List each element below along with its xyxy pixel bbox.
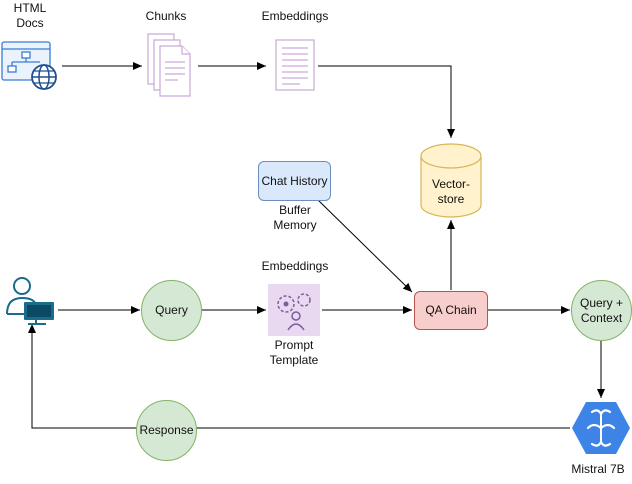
edge-chathistory-to-qachain bbox=[317, 199, 413, 293]
response-text: Response bbox=[139, 423, 194, 437]
buffer-memory-label: Buffer Memory bbox=[273, 203, 317, 232]
vector-store-node: Vector- store bbox=[421, 172, 481, 212]
chat-history-text: Chat History bbox=[261, 173, 328, 188]
chat-history-node: Chat History bbox=[258, 161, 331, 201]
vector-store-cylinder bbox=[420, 143, 482, 218]
edges bbox=[28, 62, 605, 429]
embeddings-icon bbox=[275, 39, 315, 91]
prompt-template-icon bbox=[268, 284, 320, 336]
edge-embeddings-to-vectorstore bbox=[318, 65, 455, 138]
edge-mistral-to-user bbox=[28, 324, 570, 429]
qa-chain-node: QA Chain bbox=[414, 291, 488, 330]
prompt-template-label: Prompt Template bbox=[269, 338, 319, 367]
mistral-brain-icon bbox=[572, 402, 630, 454]
chunks-icon bbox=[147, 33, 191, 97]
vector-store-text: Vector- store bbox=[431, 177, 470, 206]
html-docs-icon bbox=[1, 41, 57, 90]
query-text: Query bbox=[155, 303, 188, 317]
embeddings-top-label: Embeddings bbox=[261, 9, 329, 23]
qa-chain-text: QA Chain bbox=[425, 303, 477, 317]
query-node: Query bbox=[141, 280, 202, 341]
html-docs-label: HTML Docs bbox=[13, 1, 47, 30]
user-icon bbox=[6, 277, 54, 325]
query-context-node: Query + Context bbox=[571, 280, 632, 341]
query-context-text: Query + Context bbox=[579, 295, 624, 325]
embeddings-mid-label: Embeddings bbox=[261, 259, 329, 273]
mistral-label: Mistral 7B bbox=[571, 462, 625, 476]
chunks-label: Chunks bbox=[145, 9, 187, 23]
response-node: Response bbox=[136, 400, 197, 461]
